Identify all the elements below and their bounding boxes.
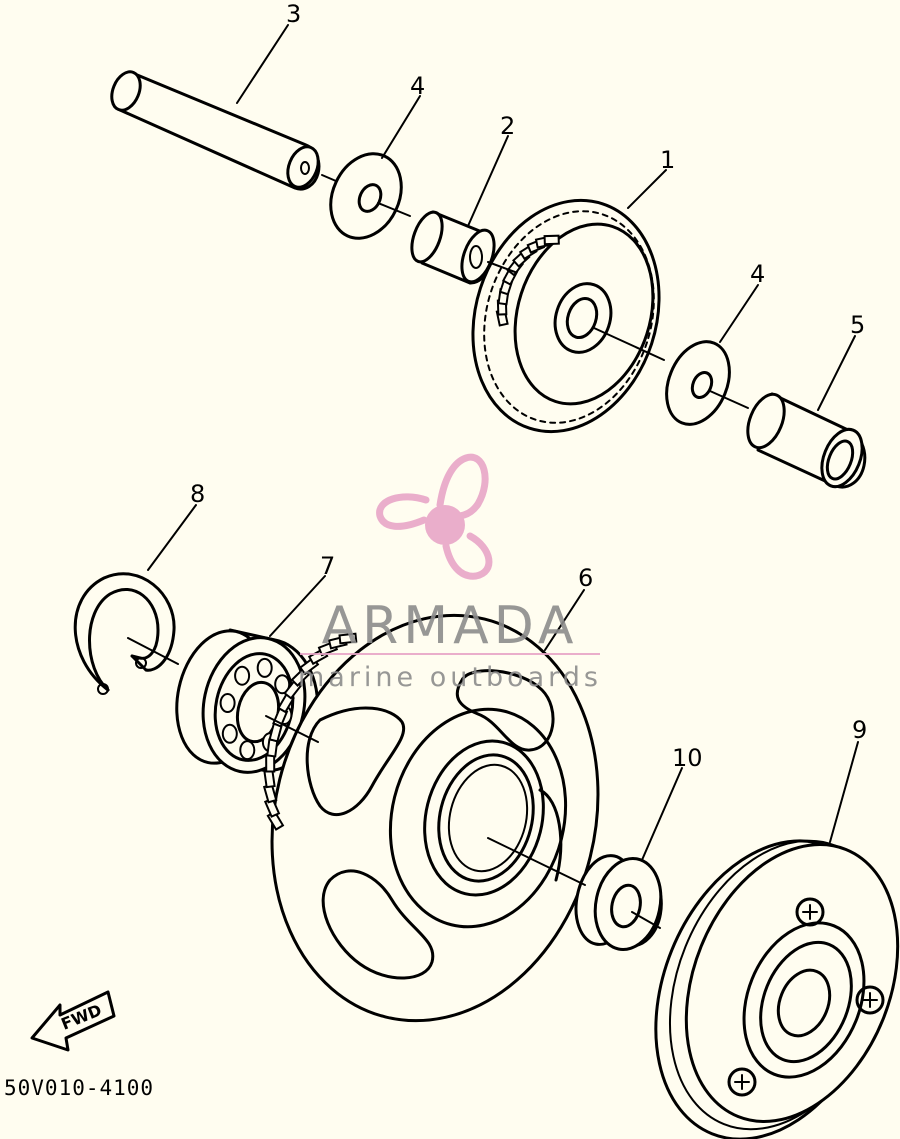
part-number-7: 7: [320, 552, 335, 580]
gear-tooth: [265, 754, 276, 773]
bearing-ball: [239, 740, 256, 761]
washer-part-4-lower[interactable]: [655, 332, 741, 433]
gear-tooth: [263, 769, 276, 789]
diagram-code: 50V010-4100: [4, 1076, 154, 1100]
part-number-4-lower: 4: [750, 260, 765, 288]
part-number-2: 2: [500, 112, 515, 140]
bushing-part-2[interactable]: [406, 208, 500, 286]
bearing-ball: [274, 674, 291, 695]
screw-icon: [855, 985, 885, 1015]
bearing-part-7[interactable]: [165, 622, 320, 782]
sleeve-part-5[interactable]: [741, 389, 870, 493]
watermark-brand: ARMADA: [322, 596, 579, 656]
watermark-tagline: marine outboards: [298, 662, 602, 693]
gear-part-1[interactable]: [444, 176, 688, 456]
part-number-9: 9: [852, 716, 867, 744]
circlip-part-8[interactable]: [73, 572, 176, 695]
washer-part-10[interactable]: [568, 850, 669, 955]
part-number-8: 8: [190, 480, 205, 508]
fwd-direction-arrow: FWD: [30, 990, 116, 1052]
bearing-ball: [221, 723, 238, 744]
upper-axis-lines: [321, 174, 749, 409]
screw-icon: [795, 897, 825, 927]
drive-gear-part-6[interactable]: [230, 580, 640, 1055]
gear-tooth: [338, 632, 358, 645]
gear-tooth: [266, 738, 279, 758]
part-number-4-upper: 4: [410, 72, 425, 100]
bearing-ball: [234, 665, 251, 686]
part-number-6: 6: [578, 564, 593, 592]
lower-axis-lines: [127, 637, 661, 929]
part-number-10: 10: [672, 744, 703, 772]
gear-tooth: [543, 234, 560, 246]
washer-part-4-upper[interactable]: [317, 142, 414, 250]
propeller-icon: [376, 453, 493, 580]
bearing-ball: [256, 657, 273, 678]
armada-watermark: ARMADA marine outboards: [298, 453, 602, 693]
screw-icon: [727, 1067, 757, 1097]
leader-lines: [147, 24, 859, 861]
part-number-1: 1: [660, 146, 675, 174]
part-number-5: 5: [850, 311, 865, 339]
shaft-part-3[interactable]: [106, 68, 323, 192]
clutch-housing-part-9[interactable]: [614, 807, 900, 1139]
part-number-3: 3: [286, 0, 301, 28]
bearing-ball: [219, 693, 236, 713]
